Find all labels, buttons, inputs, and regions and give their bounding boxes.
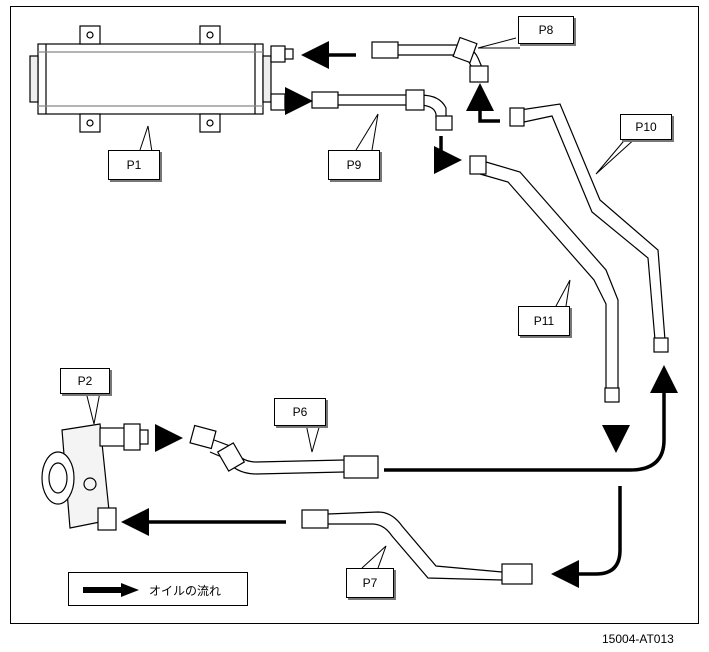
figure-code: 15004-AT013 xyxy=(602,632,674,646)
callout-p9: P9 xyxy=(328,150,380,180)
p6-hose-icon xyxy=(189,424,379,479)
flow-arrow-icon xyxy=(384,365,678,472)
callout-p7: P7 xyxy=(346,568,394,598)
diagram-frame xyxy=(10,6,699,624)
p8-hose-icon xyxy=(371,36,489,83)
flow-arrow-icon xyxy=(434,136,462,174)
callout-leaders xyxy=(85,37,639,569)
p10-pipe-icon xyxy=(509,103,669,353)
legend: オイルの流れ xyxy=(68,572,248,606)
oil-cooler-icon xyxy=(29,25,294,133)
legend-label: オイルの流れ xyxy=(149,584,222,598)
p7-hose-icon xyxy=(301,509,533,585)
callout-p1: P1 xyxy=(108,150,160,180)
callout-p2: P2 xyxy=(60,368,110,394)
callout-p6: P6 xyxy=(274,398,326,426)
callout-p11: P11 xyxy=(518,306,570,336)
flow-arrow-icon xyxy=(551,486,622,588)
p11-pipe-icon xyxy=(469,155,620,403)
callout-p8: P8 xyxy=(518,16,574,44)
flow-arrow-icon xyxy=(83,583,139,597)
p9-hose-icon xyxy=(311,89,453,131)
flow-arrow-icon xyxy=(466,83,500,123)
oil-flow-arrows xyxy=(121,41,678,588)
oil-filter-adapter-icon xyxy=(41,423,149,531)
callout-p10: P10 xyxy=(620,114,672,140)
